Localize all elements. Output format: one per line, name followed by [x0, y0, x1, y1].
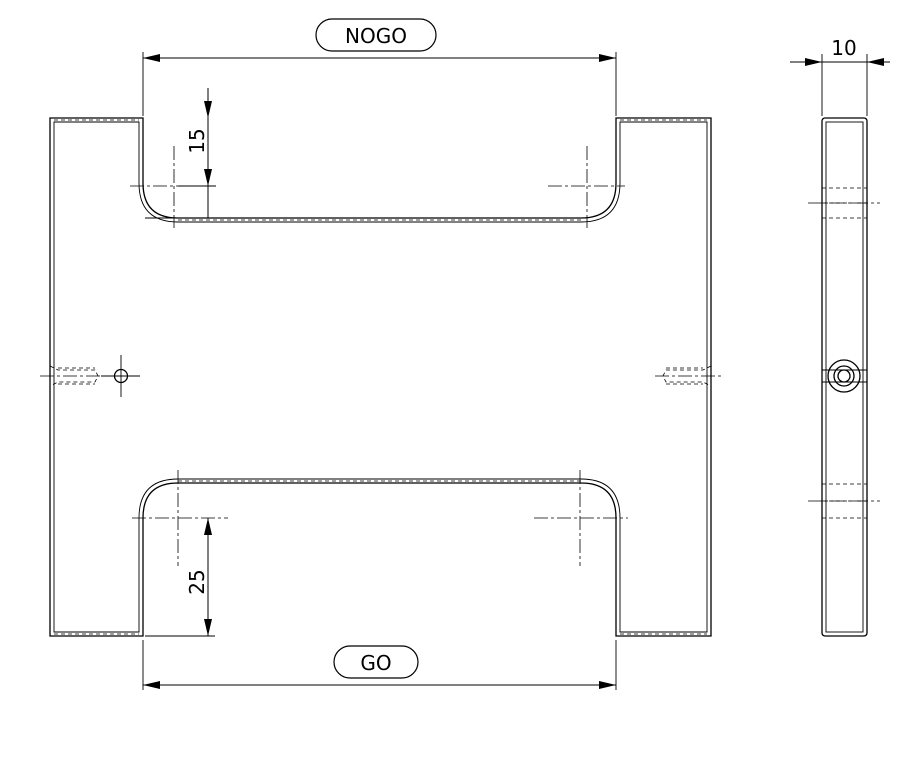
- side-outline: [821, 117, 868, 637]
- thickness-dimension: 10: [790, 36, 890, 116]
- side-hole-inner: [837, 369, 851, 383]
- go-label-box: [333, 645, 419, 679]
- go-label: GO: [360, 651, 391, 675]
- nogo-depth-value: 15: [185, 128, 209, 153]
- go-depth-value: 25: [185, 569, 209, 594]
- side-hole-outer: [827, 359, 861, 393]
- side-view: [808, 117, 880, 637]
- nogo-width-dimension: NOGO: [142, 18, 617, 116]
- side-hole-mid: [833, 365, 855, 387]
- plate-inner-outline: [53, 121, 708, 633]
- nogo-depth-dimension: 15: [145, 88, 216, 219]
- side-inner-outline: [825, 121, 864, 633]
- left-threaded-hole: [40, 355, 140, 397]
- nogo-center-marks: [130, 146, 625, 228]
- nogo-label: NOGO: [345, 24, 407, 48]
- thickness-value: 10: [831, 36, 856, 60]
- right-threaded-hole: [655, 365, 721, 387]
- front-view: [40, 117, 721, 637]
- plate-outline: [49, 117, 712, 637]
- go-depth-dimension: 25: [145, 518, 215, 637]
- go-width-dimension: GO: [142, 640, 617, 690]
- go-center-marks: [132, 470, 628, 566]
- nogo-label-box: [315, 18, 437, 52]
